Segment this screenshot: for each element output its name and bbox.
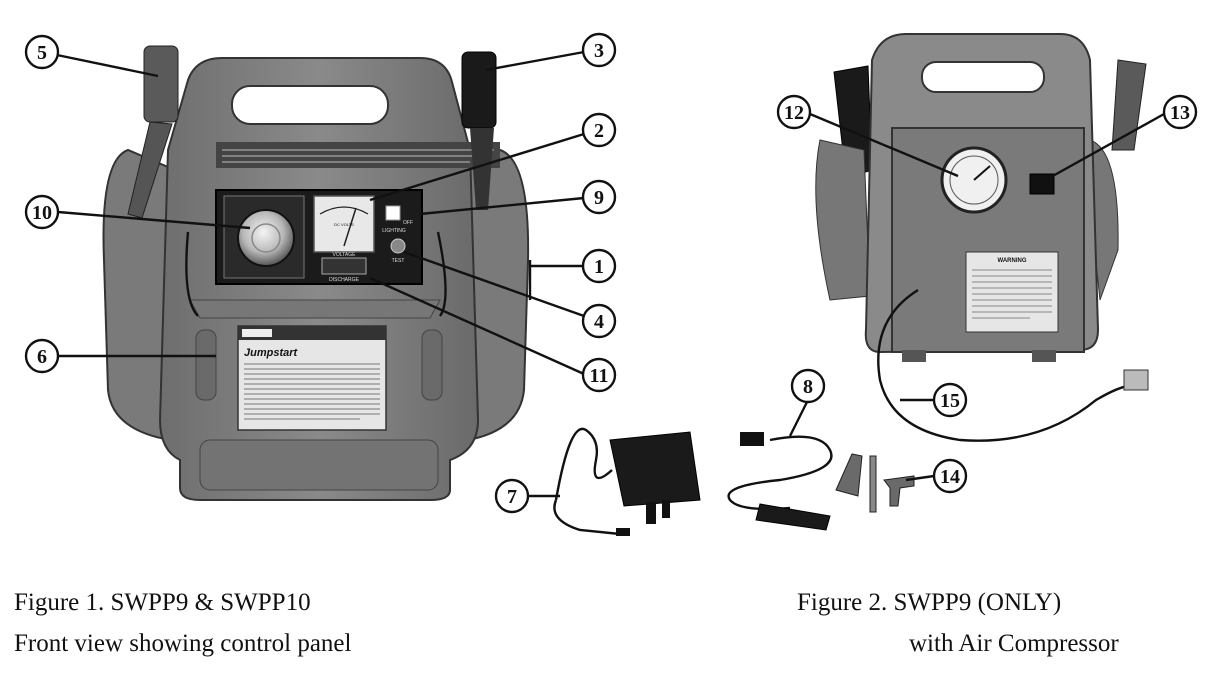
svg-text:12: 12 <box>784 102 804 124</box>
callout-5: 5 <box>24 34 60 70</box>
inflation-adaptors <box>835 453 915 513</box>
svg-text:10: 10 <box>32 202 52 224</box>
svg-text:2: 2 <box>594 120 604 142</box>
svg-text:1: 1 <box>594 256 604 278</box>
voltmeter <box>313 195 375 253</box>
panel-voltage-label: VOLTAGE <box>333 252 357 258</box>
jumpstart-label-title: Jumpstart <box>244 347 299 359</box>
callout-2: 2 <box>581 112 617 148</box>
panel-discharge-label: DISCHARGE <box>329 277 359 283</box>
svg-text:13: 13 <box>1170 102 1190 124</box>
panel-test-label: TEST <box>392 258 405 264</box>
test-button <box>390 238 406 254</box>
black-clamp <box>461 51 497 210</box>
figure2-unit: WARNING <box>815 33 1149 442</box>
figure2-subtitle: with Air Compressor <box>909 630 1119 657</box>
jumpstart-label <box>237 325 387 431</box>
mains-charger <box>553 427 701 536</box>
panel-off-label: OFF <box>403 220 413 226</box>
callout-15: 15 <box>932 382 968 418</box>
callout-6: 6 <box>24 338 60 374</box>
svg-text:3: 3 <box>594 40 604 62</box>
svg-text:5: 5 <box>37 42 47 64</box>
figure1-subtitle: Front view showing control panel <box>14 630 352 657</box>
svg-text:11: 11 <box>590 365 609 387</box>
callout-11: 11 <box>581 357 617 393</box>
callout-1: 1 <box>581 248 617 284</box>
callout-14: 14 <box>932 458 968 494</box>
leader-lines <box>56 50 1165 498</box>
callout-13: 13 <box>1162 94 1198 130</box>
warning-label-title: WARNING <box>998 258 1027 264</box>
svg-text:9: 9 <box>594 187 604 209</box>
callout-4: 4 <box>581 303 617 339</box>
svg-text:6: 6 <box>37 346 47 368</box>
svg-text:15: 15 <box>940 390 960 412</box>
callout-10: 10 <box>24 194 60 230</box>
callout-9: 9 <box>581 179 617 215</box>
lighting-switch <box>385 205 401 221</box>
figure1-title: Figure 1. SWPP9 & SWPP10 <box>14 589 311 616</box>
work-light-icon <box>237 209 295 267</box>
callout-3: 3 <box>581 32 617 68</box>
callout-7: 7 <box>494 478 530 514</box>
car-charger-lead <box>727 432 833 531</box>
svg-text:14: 14 <box>940 466 960 488</box>
callout-8: 8 <box>790 368 826 404</box>
panel-lighting-label: LIGHTING <box>382 228 406 234</box>
svg-text:8: 8 <box>803 376 813 398</box>
callout-12: 12 <box>776 94 812 130</box>
product-figures: DC VOLTS VOLTAGE DISCHARGE LIGHTING OFF … <box>24 32 1198 536</box>
svg-text:4: 4 <box>594 311 604 333</box>
figure1-unit: DC VOLTS VOLTAGE DISCHARGE LIGHTING OFF … <box>102 45 532 501</box>
figure2-title: Figure 2. SWPP9 (ONLY) <box>797 589 1062 616</box>
svg-text:7: 7 <box>507 486 517 508</box>
warning-label <box>965 251 1059 333</box>
meter-unit-label: DC VOLTS <box>334 222 354 227</box>
